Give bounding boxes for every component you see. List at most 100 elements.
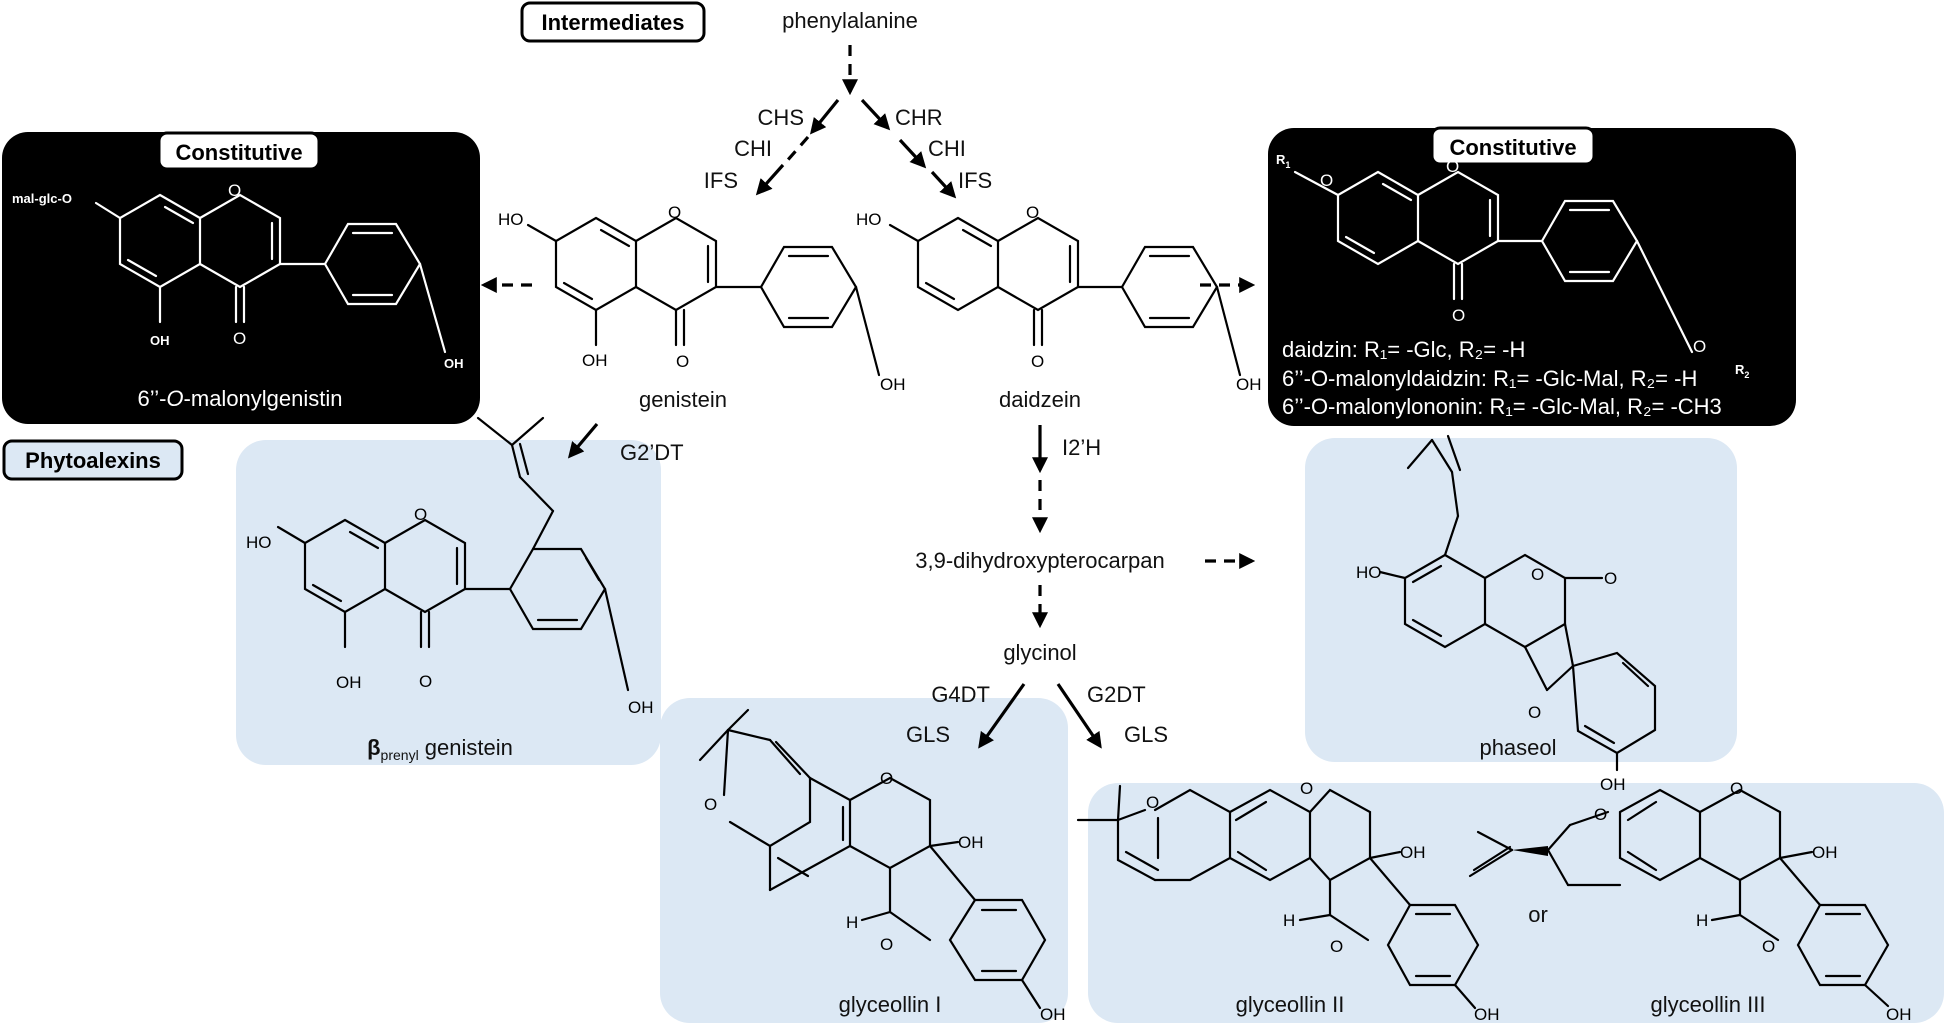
phytoalexins-text: Phytoalexins [25,448,161,473]
enzyme-g2dt-right: G2DT [1087,682,1146,707]
phytoalexin-box-glyceollin23 [1088,783,1944,1023]
daidzein-o-ring: O [1026,203,1039,222]
glyceollin1-o-furan: O [880,935,893,954]
glyceollin1-o-ring: O [880,769,893,788]
phaseol-oh: OH [1600,775,1626,794]
enzyme-g2dt-left: G2’DT [620,440,684,465]
prenylgenistein-o-ring: O [414,505,427,524]
glyceollin2-oh-ar: OH [1474,1005,1500,1024]
enzyme-g4dt: G4DT [931,682,990,707]
pterocarpan-label: 3,9-dihydroxypterocarpan [915,548,1164,573]
glyceollin2-label: glyceollin II [1236,992,1345,1017]
enzyme-chs: CHS [758,105,804,130]
phaseol-carbonyl-o: O [1604,569,1617,588]
arrow-chr [860,98,891,131]
arrow-ifs-left [755,163,785,196]
glyceollin3-oh: OH [1812,843,1838,862]
genistein-carbonyl-o: O [676,352,689,371]
phaseol-structure [1378,434,1657,772]
enzyme-chi-left: CHI [734,136,772,161]
glyceollin3-o-furan1: O [1594,805,1607,824]
glyceollin1-o-pyran: O [704,795,717,814]
malonylgenistin-carbonyl-o: O [233,329,246,348]
malonylgenistin-oh-5: OH [150,333,170,348]
constitutive-right-text: Constitutive [1449,135,1576,160]
prenyl-genistein-structure [276,416,630,692]
arrow-ifs-right [930,170,957,199]
daidzein-structure [888,216,1242,377]
genistein-oh-4p: OH [880,375,906,394]
glyceollin3-structure [1468,788,1890,1008]
phaseol-ho: HO [1356,563,1382,582]
enzyme-ifs-left: IFS [704,168,738,193]
arrow-chs [809,98,840,135]
prenyl-genistein-label: βprenyl genistein [367,735,513,763]
arrow-g4dt [978,683,1026,749]
enzyme-i2h: I2’H [1062,435,1101,460]
phaseol-label: phaseol [1479,735,1556,760]
glyceollin1-h: H [846,913,858,932]
malonylgenistin-oh-4p: OH [444,356,464,371]
daidzein-label: daidzein [999,387,1081,412]
daidzin-r1: R1 [1276,152,1290,170]
malonylgenistin-o-ring: O [228,181,241,200]
glyceollin3-h: H [1696,911,1708,930]
phenylalanine-label: phenylalanine [782,8,918,33]
daidzein-ho: HO [856,210,882,229]
daidzin-structure [1293,170,1694,354]
genistein-label: genistein [639,387,727,412]
phytoalexin-box-glyceollin1 [660,698,1068,1023]
malonylgenistin-label: 6’’-O-malonylgenistin [137,386,342,411]
constitutive-left-label: Constitutive [157,131,321,171]
enzyme-chi-right: CHI [928,136,966,161]
glyceollin2-oh: OH [1400,843,1426,862]
arrow-g2dt-right [1056,683,1102,749]
genistein-oh-5: OH [582,351,608,370]
constitutive-right-box [1268,128,1796,426]
glyceollin1-oh-ar: OH [1040,1005,1066,1024]
daidzin-o7: O [1320,171,1333,190]
constitutive-left-text: Constitutive [175,140,302,165]
glycinol-label: glycinol [1003,640,1076,665]
malonylgenistin-structure [94,193,447,354]
glyceollin2-o-furan: O [1330,937,1343,956]
daidzin-line-1: daidzin: R₁= -Glc, R₂= -H [1282,337,1525,362]
phytoalexin-box-phaseol [1305,438,1737,762]
glyceollin3-oh-ar: OH [1886,1005,1912,1024]
daidzin-line-3: 6’’-O-malonylononin: R₁= -Glc-Mal, R₂= -… [1282,394,1722,419]
intermediates-label: Intermediates [520,1,706,43]
phytoalexins-label: Phytoalexins [2,439,184,481]
glyceollin2-o-pyran: O [1146,793,1159,812]
daidzin-r2: R2 [1735,362,1749,380]
glyceollin3-o-ring: O [1730,779,1743,798]
daidzein-carbonyl-o: O [1031,352,1044,371]
prenylgenistein-carbonyl-o: O [419,672,432,691]
daidzin-o-ring: O [1446,157,1459,176]
genistein-o-ring: O [668,203,681,222]
glyceollin3-o-furan2: O [1762,937,1775,956]
intermediates-text: Intermediates [541,10,684,35]
prenylgenistein-oh-5: OH [336,673,362,692]
daidzin-carbonyl-o: O [1452,306,1465,325]
enzyme-ifs-right: IFS [958,168,992,193]
arrow-chi-right [898,138,927,169]
glyceollin2-h: H [1283,911,1295,930]
prenylgenistein-ho: HO [246,533,272,552]
phaseol-o-furan: O [1528,703,1541,722]
glyceollin1-structure [698,708,1047,1010]
genistein-ho: HO [498,210,524,229]
prenylgenistein-oh-4p: OH [628,698,654,717]
daidzin-o4p: O [1693,337,1706,356]
malglc-substituent: mal-glc-O [12,191,72,206]
arrow-chi-left [784,135,810,164]
glyceollin2-o-ring: O [1300,779,1313,798]
glyceollin2-structure [1076,784,1480,1010]
constitutive-left-box [2,132,480,424]
glyceollin3-label: glyceollin III [1651,992,1766,1017]
enzyme-chr: CHR [895,105,943,130]
arrow-g2dt [567,422,599,459]
or-label: or [1528,902,1548,927]
glyceollin1-oh: OH [958,833,984,852]
